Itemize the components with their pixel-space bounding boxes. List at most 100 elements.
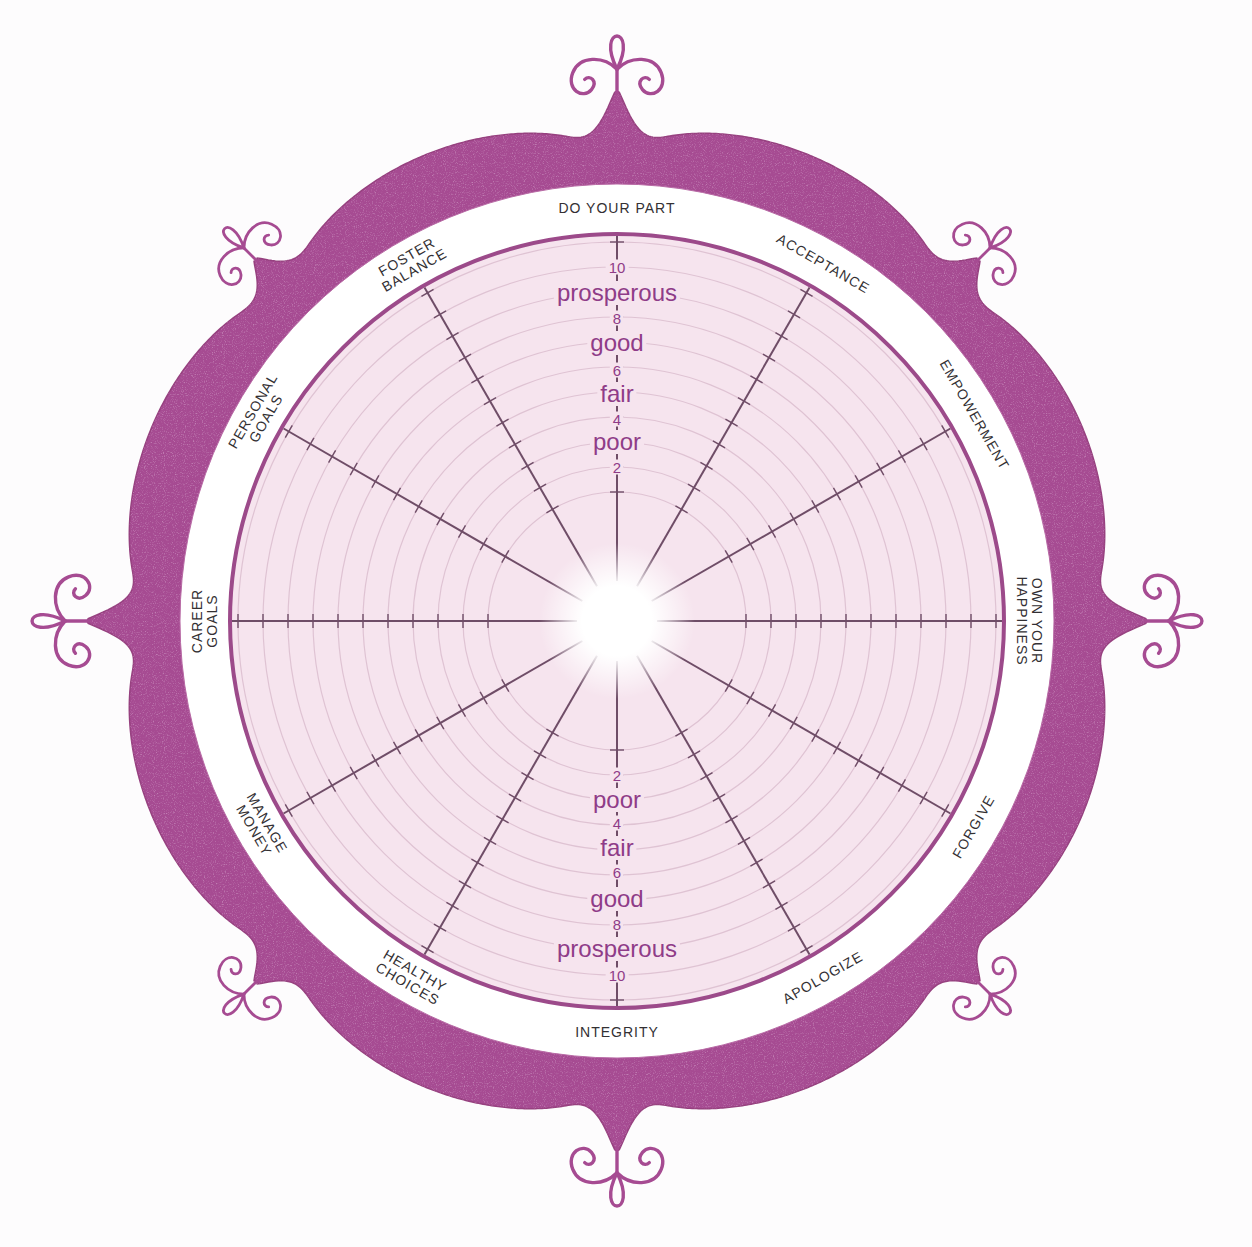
- label-anchor: MANAGE MONEY: [221, 774, 300, 879]
- label-anchor: 4: [610, 816, 624, 831]
- tick-mark: [534, 751, 546, 758]
- swirl-stroke: [949, 980, 996, 1027]
- scale-word: fair: [597, 382, 636, 406]
- tick-mark: [795, 614, 796, 628]
- spoke-line: [652, 429, 951, 602]
- scale-word: poor: [590, 788, 644, 812]
- tick-mark: [610, 491, 624, 492]
- tick-mark: [350, 463, 357, 475]
- label-anchor: good: [587, 331, 646, 355]
- ticks: [238, 242, 996, 1000]
- tick-mark: [747, 538, 754, 550]
- tick-mark: [610, 466, 624, 467]
- tick-mark: [287, 614, 288, 628]
- tick-mark: [725, 419, 737, 426]
- label-anchor: 2: [610, 460, 624, 475]
- swirl-ornament: [949, 953, 1036, 1040]
- flower-glitter: [87, 91, 1147, 1151]
- tick-mark: [610, 366, 624, 367]
- tick-mark: [945, 614, 946, 628]
- tick-mark: [496, 816, 508, 823]
- tick-mark: [329, 450, 336, 462]
- label-anchor: CAREER GOALS: [190, 569, 221, 673]
- tick-mark: [800, 946, 812, 953]
- label-anchor: HEALTHY CHOICES: [358, 938, 463, 1017]
- tick-mark: [725, 550, 732, 562]
- tick-mark: [350, 767, 357, 779]
- category-label: EMPOWERMENT: [936, 357, 1012, 473]
- scale-number: 8: [610, 917, 624, 932]
- tick-mark: [521, 462, 533, 469]
- label-anchor: 2: [610, 768, 624, 783]
- label-anchor: EMPOWERMENT: [936, 357, 1012, 473]
- tick-mark: [546, 729, 558, 736]
- tick-mark: [970, 614, 971, 628]
- label-anchor: OWN YOUR HAPPINESS: [1014, 569, 1045, 673]
- tick-mark: [895, 614, 896, 628]
- swirl-stroke: [1144, 575, 1178, 621]
- label-anchor: fair: [597, 836, 636, 860]
- tick-mark: [763, 354, 775, 361]
- category-label: OWN YOUR HAPPINESS: [1014, 569, 1045, 673]
- scale-word: prosperous: [554, 937, 680, 961]
- swirl-stroke: [212, 953, 259, 1000]
- category-label: FOSTER BALANCE: [358, 225, 463, 304]
- tick-mark: [412, 614, 413, 628]
- tick-mark: [788, 311, 800, 318]
- category-label: FORGIVE: [950, 793, 998, 861]
- tick-mark: [800, 289, 812, 296]
- label-anchor: 8: [610, 917, 624, 932]
- spokes: [232, 236, 1002, 1006]
- tick-mark: [725, 816, 737, 823]
- label-anchor: 6: [610, 363, 624, 378]
- tick-mark: [920, 614, 921, 628]
- scale-number: 6: [610, 865, 624, 880]
- tick-mark: [610, 874, 624, 875]
- tick-mark: [394, 488, 401, 500]
- tick-mark: [747, 692, 754, 704]
- swirl-stroke: [244, 248, 258, 262]
- tick-mark: [337, 614, 338, 628]
- label-anchor: prosperous: [554, 937, 680, 961]
- tick-mark: [750, 376, 762, 383]
- spoke-line: [616, 236, 618, 581]
- tick-mark: [546, 506, 558, 513]
- label-anchor: ACCEPTANCE: [774, 231, 872, 297]
- tick-mark: [877, 463, 884, 475]
- tick-mark: [610, 416, 624, 417]
- tick-mark: [446, 333, 458, 340]
- label-anchor: good: [587, 887, 646, 911]
- tick-mark: [496, 419, 508, 426]
- tick-mark: [372, 754, 379, 766]
- swirl-stroke: [244, 980, 258, 994]
- swirl-stroke: [571, 59, 617, 93]
- tick-mark: [262, 614, 263, 628]
- spoke-line: [652, 641, 951, 814]
- tick-mark: [307, 792, 314, 804]
- category-label: DO YOUR PART: [558, 201, 675, 216]
- tick-mark: [995, 614, 996, 628]
- tick-mark: [421, 289, 433, 296]
- spoke-line: [232, 620, 577, 622]
- tick-mark: [610, 774, 624, 775]
- spoke-line: [425, 656, 598, 955]
- tick-mark: [788, 924, 800, 931]
- tick-mark: [942, 804, 949, 816]
- swirl-stroke: [238, 980, 285, 1027]
- swirl-stroke: [976, 242, 1023, 289]
- tick-mark: [763, 881, 775, 888]
- label-anchor: DO YOUR PART: [558, 201, 675, 216]
- swirl-stroke: [617, 59, 663, 93]
- flower-shape: [87, 91, 1147, 1151]
- tick-mark: [610, 824, 624, 825]
- scale-number: 6: [610, 363, 624, 378]
- tick-mark: [898, 779, 905, 791]
- tick-mark: [480, 538, 487, 550]
- category-label: HEALTHY CHOICES: [358, 938, 463, 1017]
- spoke-line: [616, 661, 618, 1006]
- swirl-stroke: [238, 216, 285, 263]
- label-anchor: 6: [610, 865, 624, 880]
- scale-number: 2: [610, 460, 624, 475]
